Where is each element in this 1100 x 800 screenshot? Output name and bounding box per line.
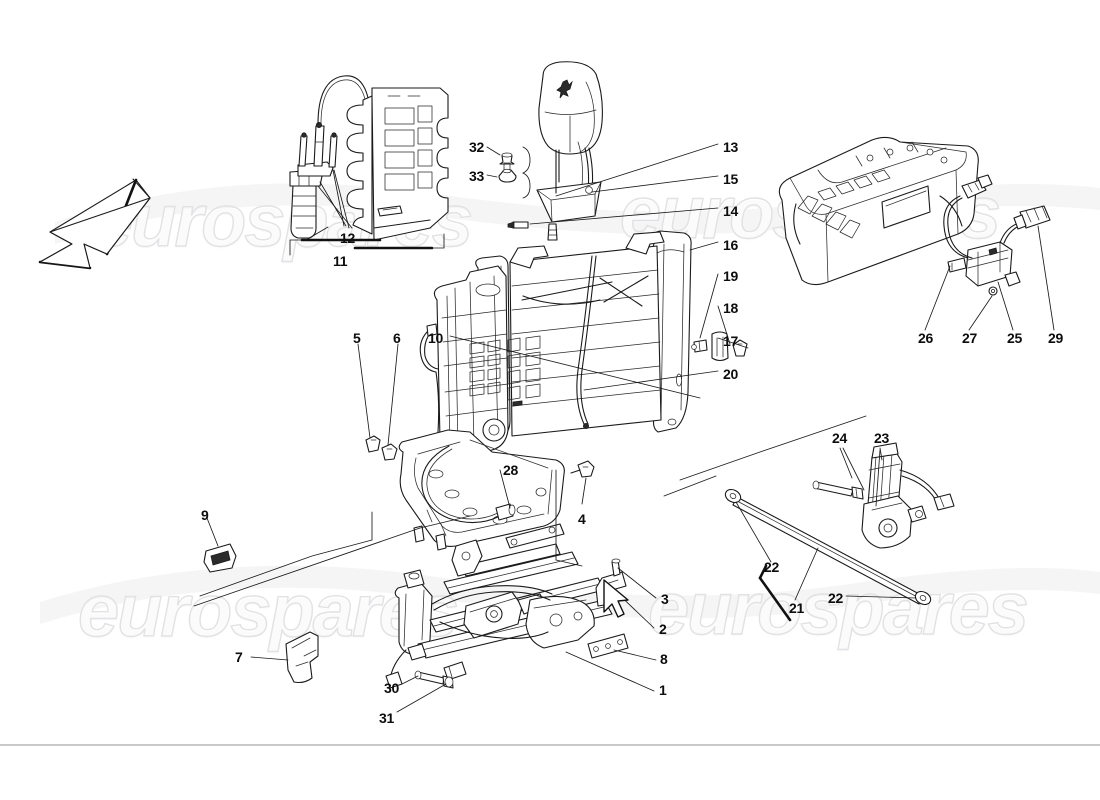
lumbar-bladder-installed	[469, 335, 541, 407]
callout-31: 31	[379, 710, 394, 726]
callout-25: 25	[1007, 330, 1022, 346]
callout-26: 26	[918, 330, 933, 346]
callout-28: 28	[503, 462, 518, 478]
lumbar-pump-assembly	[289, 75, 371, 239]
bolt-4	[570, 460, 595, 478]
callout-18: 18	[723, 300, 738, 316]
callout-16: 16	[723, 237, 738, 253]
callout-8: 8	[660, 651, 668, 667]
callout-11: 11	[333, 253, 348, 269]
seat-back-top-hardware	[507, 221, 558, 241]
prancing-horse-emblem	[556, 79, 573, 99]
headrest-grommet-33	[498, 162, 517, 183]
callout-22-left: 22	[764, 559, 779, 575]
callout-21: 21	[789, 600, 804, 616]
callout-14: 14	[723, 203, 738, 219]
callout-12: 12	[340, 230, 355, 246]
callout-3: 3	[661, 591, 669, 607]
callout-1: 1	[659, 682, 667, 698]
callout-32: 32	[469, 139, 484, 155]
callout-15: 15	[723, 171, 738, 187]
callout-19: 19	[723, 268, 738, 284]
seat-cushion-frame	[398, 429, 565, 551]
callout-9: 9	[201, 507, 209, 523]
page-divider	[0, 744, 1100, 746]
bolt-6	[381, 443, 398, 461]
callout-30: 30	[384, 680, 399, 696]
callout-10: 10	[428, 330, 443, 346]
hinge-cover-7	[285, 631, 319, 684]
callout-4: 4	[578, 511, 586, 527]
drive-motor	[812, 442, 955, 549]
callout-22-right: 22	[828, 590, 843, 606]
callout-27: 27	[962, 330, 977, 346]
orientation-arrow	[38, 178, 151, 270]
callout-5: 5	[353, 330, 361, 346]
control-module-harness	[943, 174, 1051, 296]
headrest-guide-cup	[536, 181, 602, 223]
callout-2: 2	[659, 621, 667, 637]
callout-20: 20	[723, 366, 738, 382]
callout-29: 29	[1048, 330, 1063, 346]
torsion-drive-shaft	[663, 415, 932, 606]
callout-13: 13	[723, 139, 738, 155]
recline-knob-19	[691, 339, 708, 353]
headrest-with-prancing-horse-logo	[538, 61, 603, 191]
callout-6: 6	[393, 330, 401, 346]
side-trim-cover-18	[711, 331, 729, 362]
callout-7: 7	[235, 649, 243, 665]
callout-23: 23	[874, 430, 889, 446]
lumbar-bladder-pad	[346, 87, 449, 241]
callout-33: 33	[469, 168, 484, 184]
headrest-cap-32	[499, 152, 515, 165]
bolt-5	[365, 435, 381, 453]
leader-11-12	[289, 169, 445, 256]
seat-back-inner-frame	[419, 265, 541, 459]
callout-24: 24	[832, 430, 847, 446]
callout-17: 17	[723, 333, 738, 349]
seat-slide-rail-assembly	[385, 523, 613, 689]
trim-cover-cap-9	[203, 543, 237, 573]
seat-cushion-pad	[778, 136, 979, 286]
leader-lines	[193, 143, 1055, 713]
